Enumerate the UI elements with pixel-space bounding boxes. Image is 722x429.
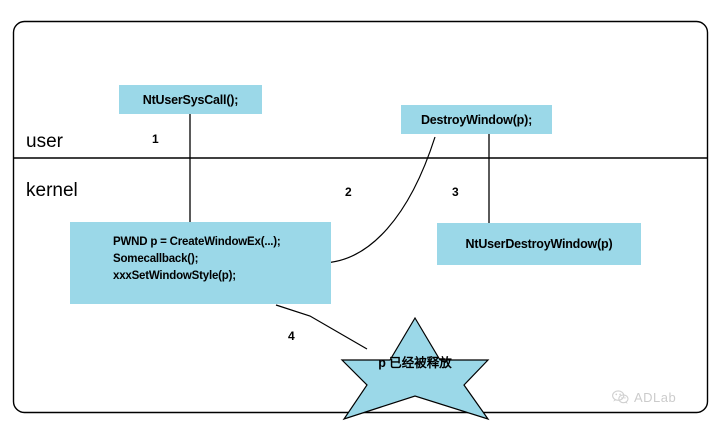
node-code-block[interactable]: PWND p = CreateWindowEx(...); Somecallba… (70, 222, 331, 304)
code-line-xxxsetwindowstyle: xxxSetWindowStyle(p); (113, 270, 236, 282)
step-number-2: 2 (345, 185, 352, 199)
code-line-somecallback: Somecallback(); (113, 253, 199, 265)
region-label-kernel: kernel (26, 180, 78, 201)
node-ntusersyscall[interactable]: NtUserSysCall(); (119, 85, 262, 114)
step-number-4: 4 (288, 329, 295, 343)
code-line-createwindowex: PWND p = CreateWindowEx(...); (113, 236, 281, 248)
region-label-user: user (26, 131, 63, 152)
step-number-1: 1 (152, 132, 159, 146)
star-label: p 已经被释放 (378, 356, 452, 370)
node-ntuserdestroywindow[interactable]: NtUserDestroyWindow(p) (437, 223, 641, 265)
node-destroywindow[interactable]: DestroyWindow(p); (401, 105, 552, 134)
star-shape (340, 316, 490, 421)
step-number-3: 3 (452, 185, 459, 199)
watermark: ADLab (612, 390, 676, 405)
watermark-label: ADLab (634, 390, 677, 405)
connector-code-to-star (275, 304, 368, 350)
wechat-icon (612, 390, 629, 404)
